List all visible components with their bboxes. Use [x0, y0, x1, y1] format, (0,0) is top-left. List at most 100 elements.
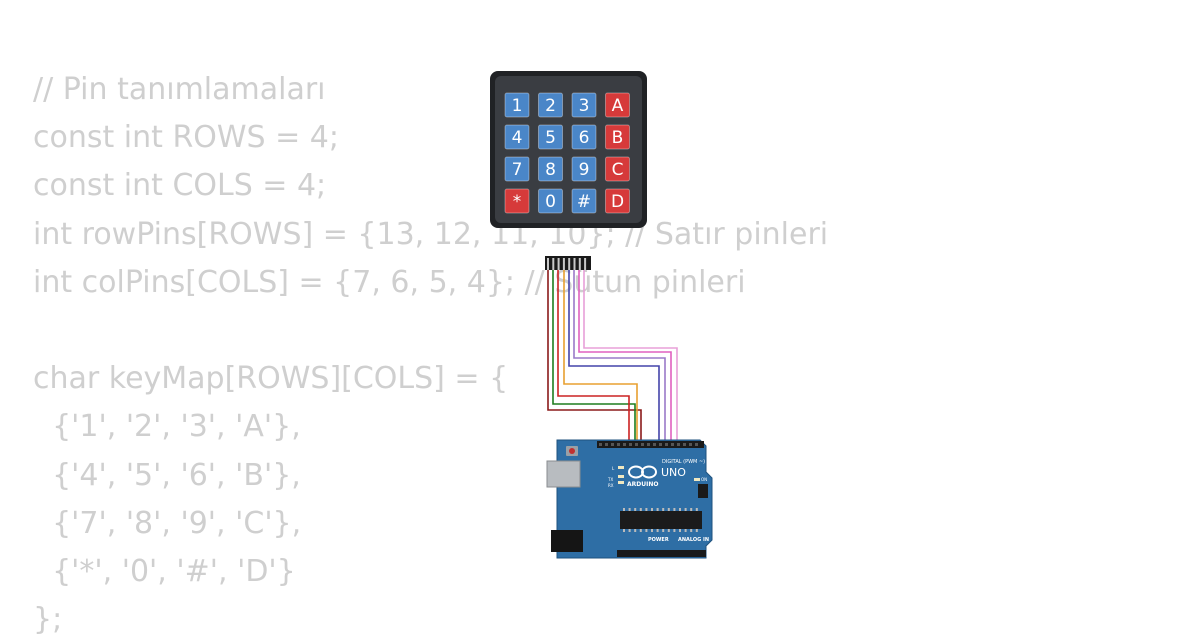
atmega-chip [620, 511, 702, 529]
tx-label: TX [607, 477, 613, 482]
code-line: char keyMap[ROWS][COLS] = { [33, 361, 509, 397]
header-pin[interactable] [695, 443, 698, 446]
key-cap [571, 188, 597, 214]
usb-port [546, 460, 581, 488]
header-pin[interactable] [611, 443, 614, 446]
header-pin[interactable] [635, 443, 638, 446]
key-cap [538, 188, 563, 214]
wire[interactable] [557, 270, 630, 444]
wire[interactable] [573, 270, 666, 444]
wire[interactable] [547, 270, 642, 444]
chip-leg [679, 508, 681, 511]
header-pin[interactable] [671, 443, 674, 446]
keypad-key-*[interactable]: * [504, 188, 530, 214]
chip-leg [651, 529, 653, 532]
keypad-key-A[interactable]: A [605, 92, 630, 118]
header-pin[interactable] [641, 443, 644, 446]
keypad-key-C[interactable]: C [605, 156, 630, 182]
code-line: {'*', '0', '#', 'D'} [33, 553, 296, 589]
l-label: L [612, 466, 615, 471]
icsp-header [698, 484, 708, 498]
header-pin[interactable] [623, 443, 626, 446]
header-pin[interactable] [629, 443, 632, 446]
code-line: // Pin tanımlamaları [33, 72, 326, 107]
keypad-key-2[interactable]: 2 [538, 92, 563, 118]
header-pin[interactable] [605, 443, 608, 446]
chip-leg [623, 508, 625, 511]
keypad-key-0[interactable]: 0 [538, 188, 563, 214]
key-label: C [612, 160, 624, 180]
power-header-label: POWER [648, 537, 669, 543]
wire[interactable] [583, 270, 678, 444]
keypad-key-9[interactable]: 9 [571, 156, 597, 182]
header-pin[interactable] [617, 443, 620, 446]
arduino-uno-board[interactable]: UNO ARDUINO DIGITAL (PWM ~) TX RX L ON P… [546, 439, 713, 559]
header-pin[interactable] [677, 443, 680, 446]
keypad-key-D[interactable]: D [605, 188, 630, 214]
keypad-key-B[interactable]: B [605, 124, 630, 150]
header-pin[interactable] [689, 443, 692, 446]
chip-leg [634, 508, 637, 511]
keypad-key-8[interactable]: 8 [538, 156, 563, 182]
keypad-key-5[interactable]: 5 [538, 124, 563, 150]
led-rx [618, 481, 624, 484]
chip-leg [628, 508, 631, 511]
header-pin[interactable] [659, 443, 662, 446]
keypad-body [495, 76, 642, 223]
wire[interactable] [578, 270, 672, 444]
board-brand-label: ARDUINO [627, 481, 658, 488]
key-label: 2 [545, 96, 556, 116]
key-label: A [612, 96, 624, 116]
chip-leg [634, 529, 637, 532]
chip-leg [645, 529, 648, 532]
wire[interactable] [563, 270, 638, 444]
key-label: 3 [579, 96, 590, 116]
led-on [694, 478, 700, 481]
led-l [618, 466, 624, 469]
analog-header-label: ANALOG IN [678, 537, 709, 543]
connector-pin [562, 258, 565, 270]
chip-leg [673, 508, 676, 511]
keypad-key-1[interactable]: 1 [504, 92, 530, 118]
wire[interactable] [568, 270, 660, 444]
key-cap [538, 124, 563, 150]
code-line: {'4', '5', '6', 'B'}, [33, 457, 301, 493]
key-label: 5 [545, 128, 556, 148]
chip-leg [628, 529, 631, 532]
key-label: 7 [512, 160, 523, 180]
key-cap [571, 124, 597, 150]
keypad-key-6[interactable]: 6 [571, 124, 597, 150]
keypad-key-4[interactable]: 4 [504, 124, 530, 150]
chip-leg [695, 508, 698, 511]
header-pin[interactable] [665, 443, 668, 446]
board-model-label: UNO [661, 466, 686, 479]
keypad-key-7[interactable]: 7 [504, 156, 530, 182]
chip-leg [690, 508, 693, 511]
digital-header-label: DIGITAL (PWM ~) [662, 459, 705, 465]
power-jack [551, 530, 583, 552]
key-label: # [577, 192, 591, 212]
header-pin[interactable] [647, 443, 650, 446]
connector-pin [584, 258, 587, 270]
code-line: int colPins[COLS] = {7, 6, 5, 4}; // Süt… [33, 264, 746, 300]
header-pin[interactable] [653, 443, 656, 446]
key-cap [538, 156, 563, 182]
code-line: int rowPins[ROWS] = {13, 12, 11, 10}; //… [33, 216, 829, 252]
key-cap [571, 156, 597, 182]
analog-header [668, 550, 706, 557]
header-pin[interactable] [599, 443, 602, 446]
rx-label: RX [608, 483, 614, 488]
key-cap [605, 124, 630, 150]
connector-pin [547, 258, 549, 270]
keypad-key-3[interactable]: 3 [571, 92, 597, 118]
wire[interactable] [552, 270, 636, 444]
keypad-key-#[interactable]: # [571, 188, 597, 214]
digital-header [597, 441, 704, 448]
connector-pin [568, 258, 571, 270]
chip-leg [645, 508, 648, 511]
chip-leg [639, 508, 642, 511]
header-pin[interactable] [683, 443, 686, 446]
